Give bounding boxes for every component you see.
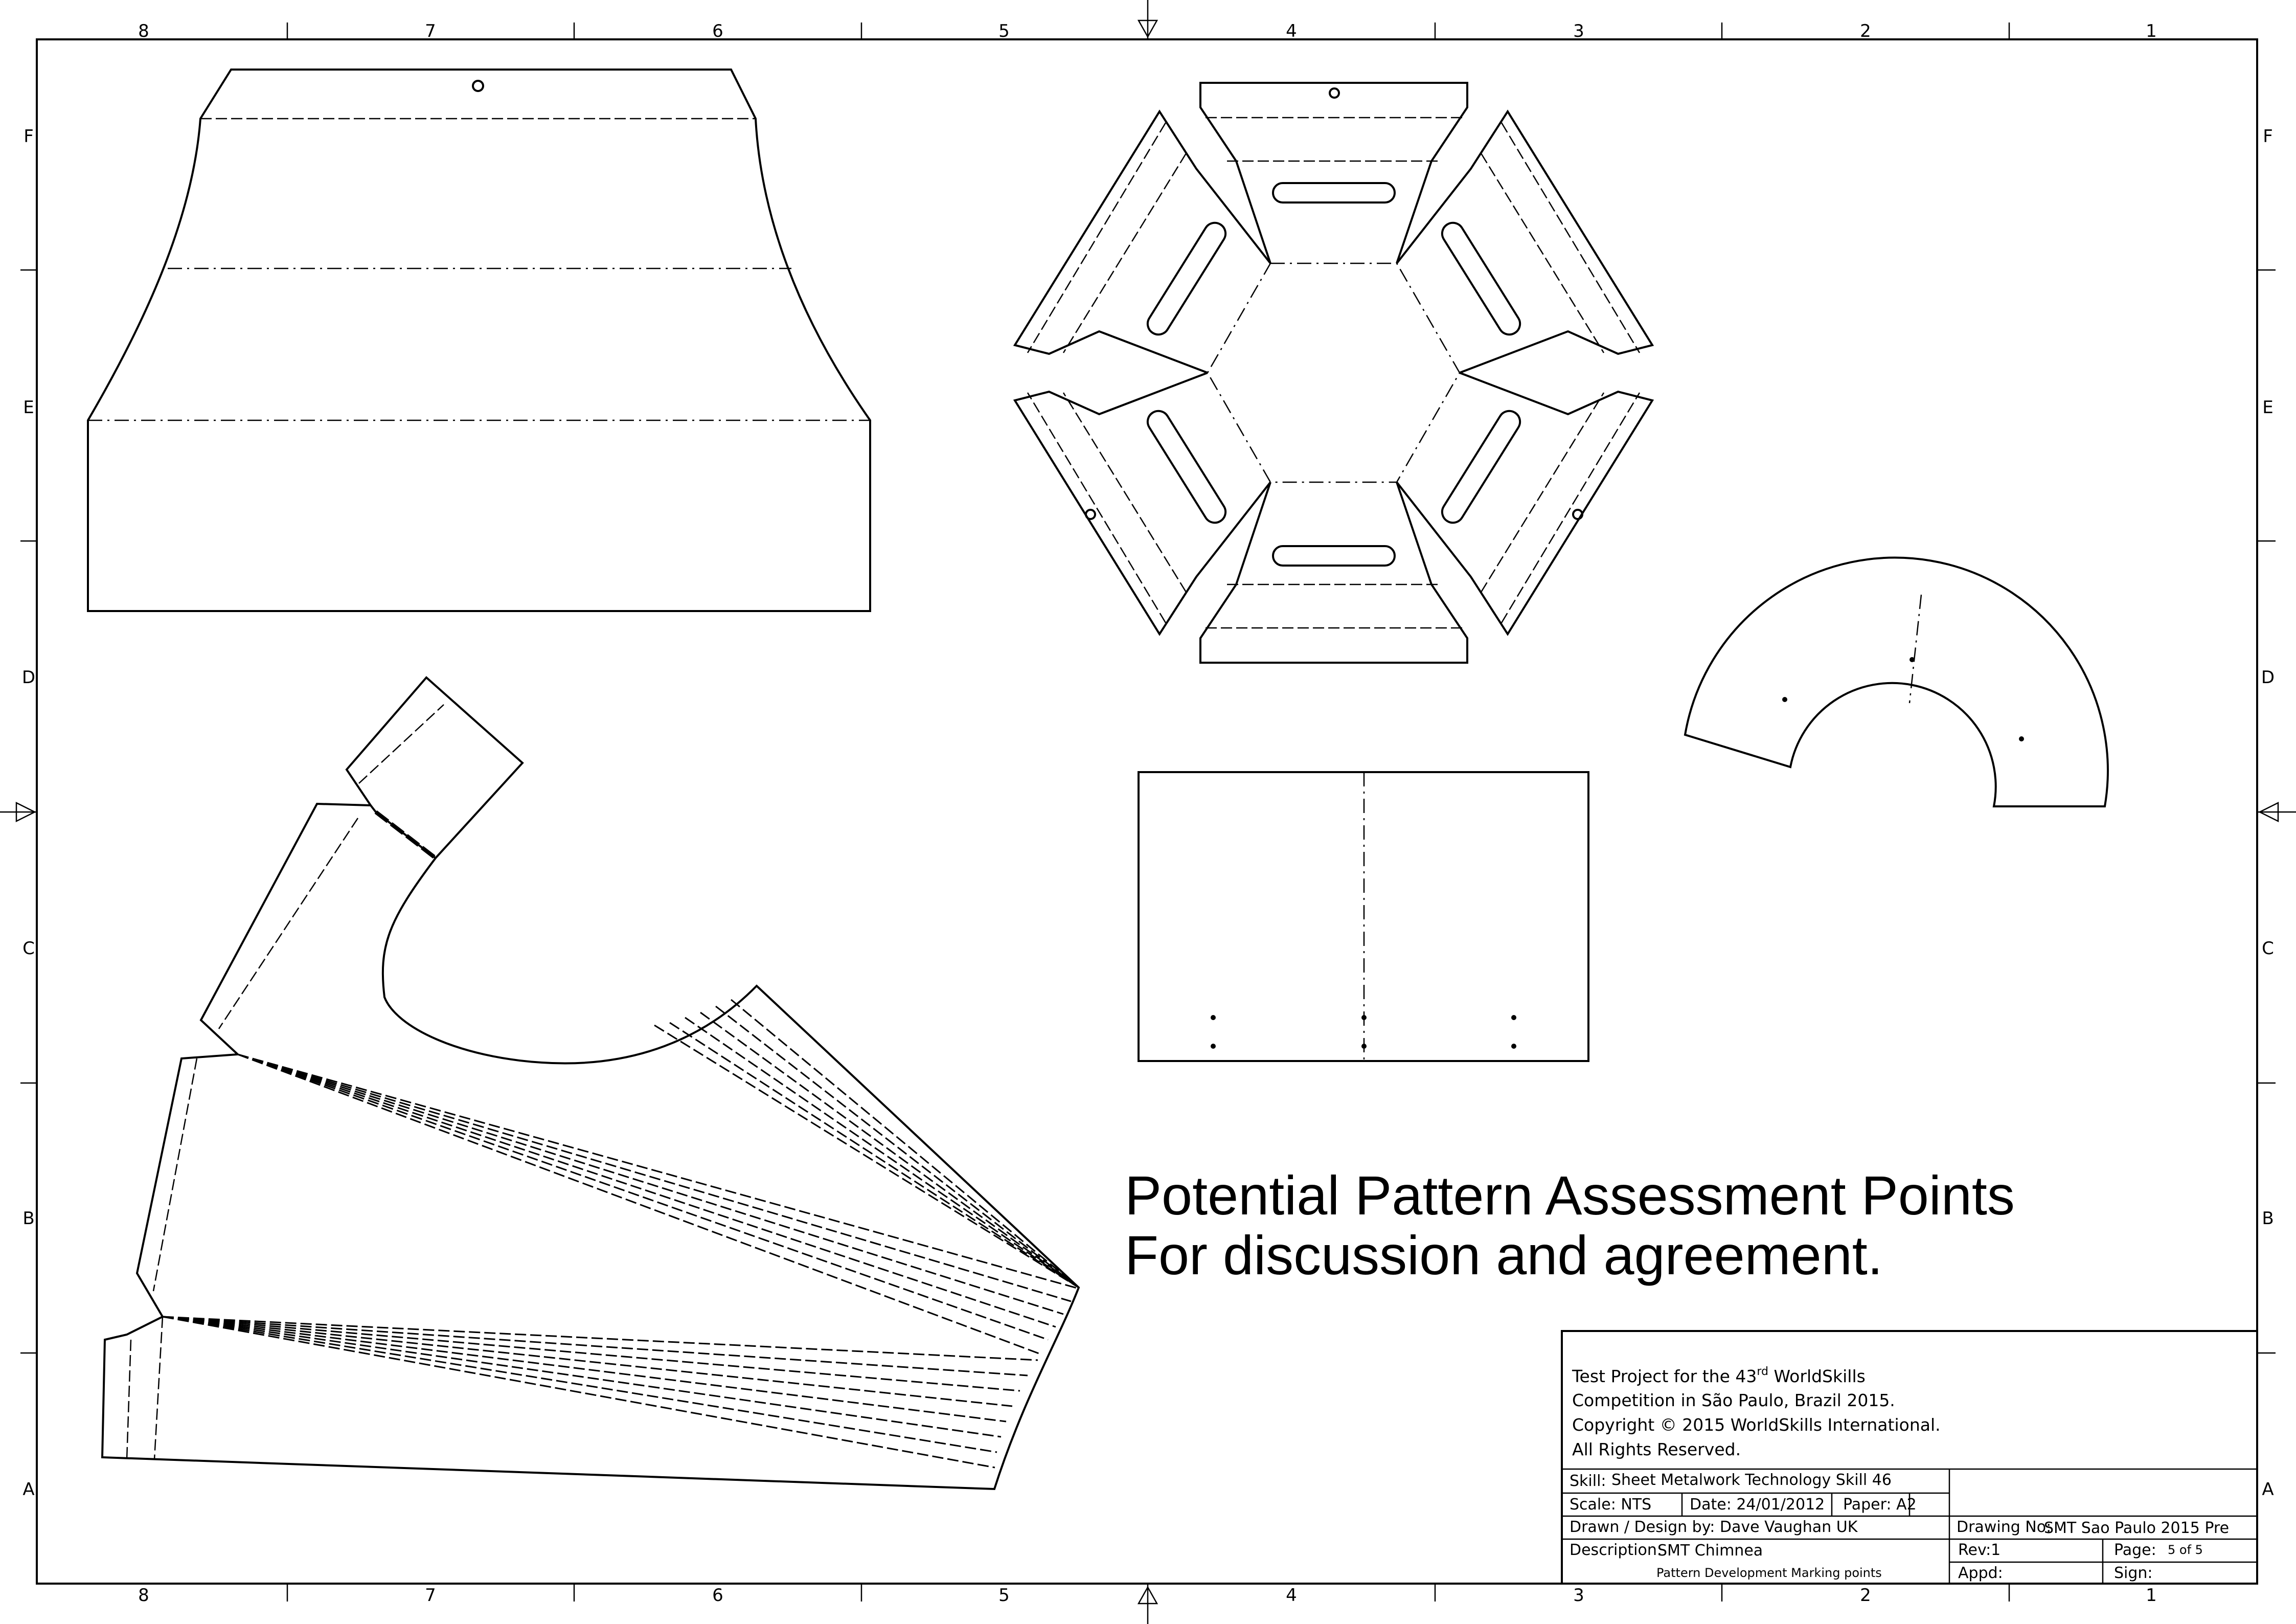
project-line-2: Competition in São Paulo, Brazil 2015. [1572,1390,1895,1410]
row-label: C [2262,938,2274,959]
headline-line-1: Potential Pattern Assessment Points [1125,1164,2015,1226]
pattern-hexagon-base [1013,82,1654,664]
column-label: 7 [425,21,436,41]
row-label: B [2262,1208,2274,1229]
column-label: 1 [2146,21,2157,41]
row-labels-right: F E D C B A [2261,126,2275,1500]
project-line-1: Test Project for the 43 [1572,1366,1757,1386]
column-label: 6 [712,21,723,41]
row-label: E [2262,397,2273,418]
row-label: C [22,938,35,959]
rev-field: Rev:1 [1958,1541,2001,1559]
project-line-3: Copyright © 2015 WorldSkills Internation… [1572,1415,1941,1435]
pattern-arc-segment [1684,556,2109,807]
column-label: 5 [998,21,1010,41]
row-label: F [2263,126,2273,147]
page-value: 5 of 5 [2168,1543,2203,1557]
column-label: 4 [1286,1585,1297,1606]
headline-line-2: For discussion and agreement. [1125,1224,1883,1286]
svg-text:Test Project for the 43rd Worl: Test Project for the 43rd WorldSkills [1572,1365,1866,1386]
description-sub: Pattern Development Marking points [1656,1566,1882,1580]
column-label: 4 [1286,21,1297,41]
row-label: A [2262,1479,2274,1500]
drawing-no-label: Drawing No: [1957,1518,2051,1536]
zone-ticks [20,22,2276,1602]
date-field: Date: 24/01/2012 [1690,1496,1825,1514]
column-label: 6 [712,1585,723,1606]
column-label: 7 [425,1585,436,1606]
description-value: SMT Chimnea [1657,1542,1763,1560]
marking-hole [1572,509,1583,520]
drawn-by-field: Drawn / Design by: Dave Vaughan UK [1570,1518,1858,1536]
row-labels-left: F E D C B A [22,126,35,1500]
project-line-1-superscript: rd [1757,1365,1768,1378]
column-label: 1 [2146,1585,2157,1606]
column-labels-top: 8 7 6 5 4 3 2 1 [138,21,2157,41]
pattern-body-top-left [87,69,871,612]
column-label: 2 [1860,21,1871,41]
column-label: 8 [138,1585,149,1606]
marking-hole [1329,87,1340,99]
row-label: D [22,667,35,688]
title-block: Test Project for the 43rd WorldSkills Co… [1561,1330,2258,1585]
skill-value: Sheet Metalwork Technology Skill 46 [1611,1471,1892,1489]
row-label: F [24,126,34,147]
skill-label: Skill: [1570,1472,1606,1490]
project-line-4: All Rights Reserved. [1572,1439,1741,1459]
column-label: 3 [1573,21,1584,41]
scale-field: Scale: NTS [1570,1496,1651,1514]
row-label: B [22,1208,34,1229]
column-label: 5 [998,1585,1010,1606]
drawing-border [36,38,2258,1585]
marking-hole [1085,509,1096,520]
column-label: 8 [138,21,149,41]
page-label: Page: [2114,1541,2156,1559]
column-labels-bottom: 8 7 6 5 4 3 2 1 [138,1585,2157,1606]
appd-field: Appd: [1958,1564,2003,1582]
column-label: 3 [1573,1585,1584,1606]
row-label: E [23,397,34,418]
column-label: 2 [1860,1585,1871,1606]
marking-hole [472,80,484,92]
project-line-1-tail: WorldSkills [1768,1366,1866,1386]
radial-lines-lower [162,1316,1038,1469]
row-label: A [22,1479,34,1500]
row-label: D [2261,667,2275,688]
description-label: Description: [1570,1541,1662,1559]
radial-lines-upper [237,999,1079,1355]
pattern-fan-bottom-left [101,676,1080,1491]
paper-field: Paper: A2 [1843,1496,1917,1514]
drawing-no-value: SMT Sao Paulo 2015 Pre [2044,1519,2229,1537]
pattern-rectangle [1138,771,1589,1062]
sign-field: Sign: [2114,1564,2153,1582]
